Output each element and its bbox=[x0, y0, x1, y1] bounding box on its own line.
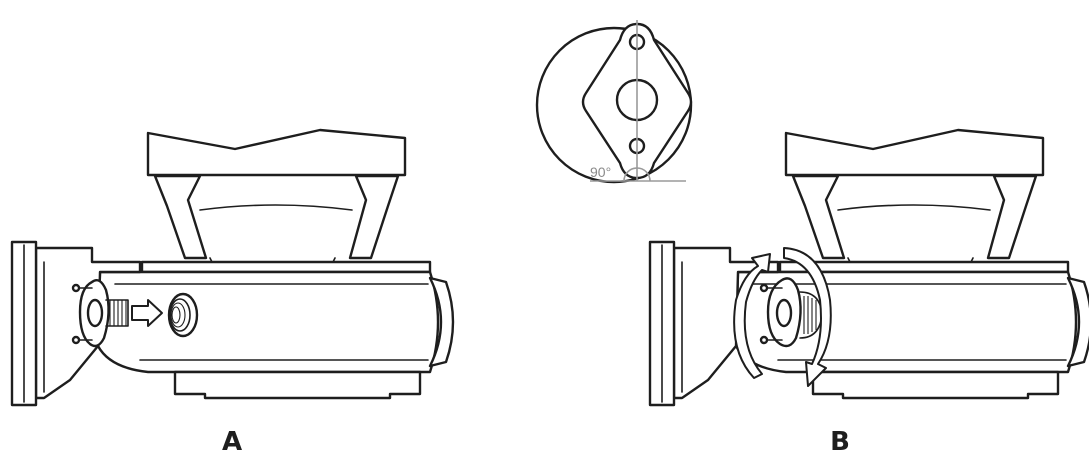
detail-angle-label: 90° bbox=[590, 164, 611, 180]
panel-a-threaded-port bbox=[167, 292, 199, 338]
panel-b-rotation-arrows bbox=[733, 247, 832, 387]
panel-label-b: B bbox=[830, 427, 850, 457]
panel-label-a: A bbox=[222, 427, 242, 457]
panel-a-motor bbox=[10, 128, 455, 407]
panel-a-insert-arrow bbox=[131, 299, 163, 327]
panel-b-flange-plug bbox=[759, 277, 823, 348]
panel-a-flange-plug bbox=[71, 279, 129, 348]
detail-circle: 90° bbox=[535, 20, 693, 184]
panel-b-motor bbox=[648, 128, 1089, 407]
